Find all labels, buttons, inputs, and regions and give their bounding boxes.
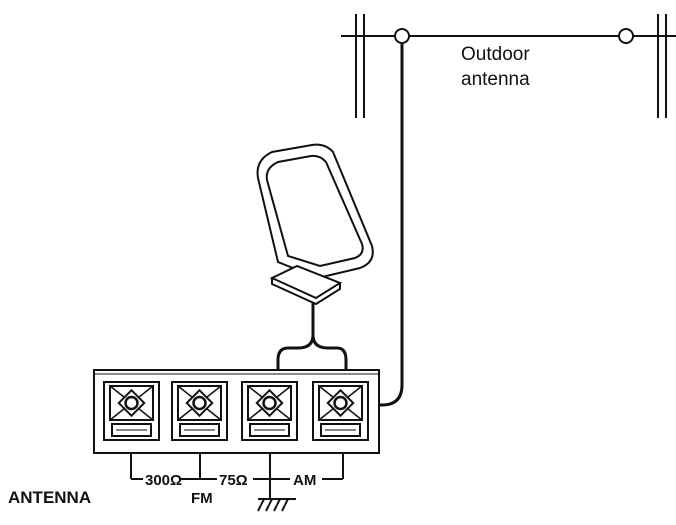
terminal-screw bbox=[192, 395, 207, 411]
am-label: AM bbox=[293, 472, 316, 489]
outdoor-antenna bbox=[341, 14, 676, 118]
outdoor-antenna-cable bbox=[348, 43, 404, 407]
am-loop-inner-frame bbox=[265, 154, 364, 268]
antenna-terminal-4 bbox=[312, 381, 369, 441]
antenna-terminal-3 bbox=[241, 381, 298, 441]
terminal-screw bbox=[124, 395, 139, 411]
outdoor-antenna-insulator-right bbox=[618, 28, 634, 44]
antenna-terminal-1 bbox=[103, 381, 160, 441]
outdoor-antenna-label-line2: antenna bbox=[461, 69, 530, 90]
outdoor-antenna-insulator-left bbox=[394, 28, 410, 44]
impedance-300-label: 300Ω bbox=[145, 472, 182, 489]
terminal-brackets bbox=[130, 452, 344, 480]
terminal-screw bbox=[262, 395, 277, 411]
terminal-screw bbox=[333, 395, 348, 411]
antenna-panel-label: ANTENNA bbox=[8, 488, 91, 507]
am-loop-stand bbox=[269, 264, 343, 300]
impedance-75-label: 75Ω bbox=[219, 472, 248, 489]
antenna-terminal-2 bbox=[171, 381, 228, 441]
outdoor-antenna-label-line1: Outdoor bbox=[461, 44, 530, 65]
am-loop-cable bbox=[276, 302, 348, 403]
am-loop-outer-frame bbox=[256, 143, 374, 280]
ground-symbol bbox=[257, 479, 296, 512]
am-loop-antenna bbox=[256, 143, 374, 306]
fm-label: FM bbox=[191, 490, 213, 507]
am-loop-stand-edge bbox=[271, 278, 341, 306]
